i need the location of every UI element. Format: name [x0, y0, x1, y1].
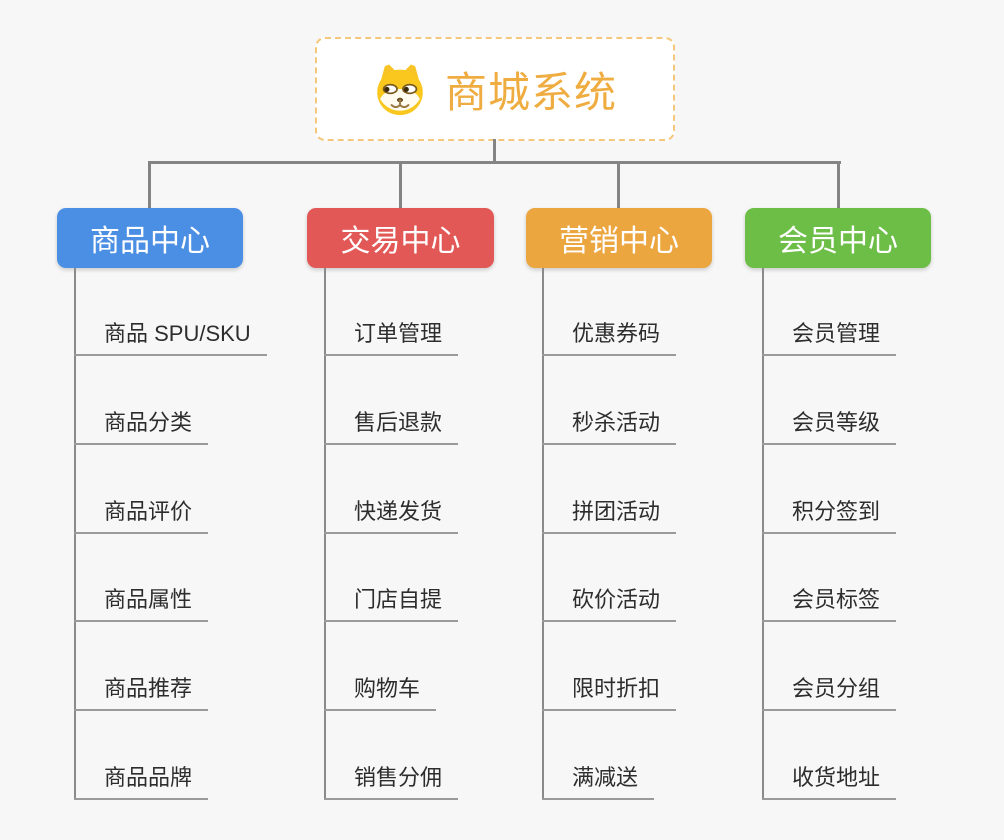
leaf-node[interactable]: 满减送 [542, 760, 655, 800]
root-node-mall-system[interactable]: 商城系统 [315, 37, 675, 141]
leaf-node[interactable]: 会员等级 [762, 405, 897, 445]
connector-root-stub [493, 139, 496, 164]
leaf-node[interactable]: 商品品牌 [74, 760, 209, 800]
leaf-node[interactable]: 商品属性 [74, 582, 209, 622]
leaf-node[interactable]: 秒杀活动 [542, 405, 677, 445]
leaf-node[interactable]: 购物车 [324, 671, 437, 711]
branch-node-product-center[interactable]: 商品中心 [57, 208, 243, 268]
leaf-node[interactable]: 限时折扣 [542, 671, 677, 711]
leaf-node[interactable]: 砍价活动 [542, 582, 677, 622]
branch-node-marketing-center[interactable]: 营销中心 [526, 208, 712, 268]
leaf-node[interactable]: 会员标签 [762, 582, 897, 622]
leaf-node[interactable]: 会员分组 [762, 671, 897, 711]
leaf-node[interactable]: 商品分类 [74, 405, 209, 445]
connector-stub-trade [399, 161, 402, 209]
leaf-node[interactable]: 商品评价 [74, 494, 209, 534]
leaf-node[interactable]: 优惠券码 [542, 316, 677, 356]
leaf-node[interactable]: 订单管理 [324, 316, 459, 356]
leaf-node[interactable]: 门店自提 [324, 582, 459, 622]
leaf-node[interactable]: 商品 SPU/SKU [74, 316, 267, 356]
leaf-node[interactable]: 快递发货 [324, 494, 459, 534]
leaf-node[interactable]: 商品推荐 [74, 671, 209, 711]
leaf-node[interactable]: 收货地址 [762, 760, 897, 800]
shiba-dog-icon [377, 64, 423, 116]
connector-trunk-product [74, 268, 76, 800]
leaf-node[interactable]: 会员管理 [762, 316, 897, 356]
branch-node-member-center[interactable]: 会员中心 [745, 208, 931, 268]
connector-stub-marketing [617, 161, 620, 209]
connector-stub-product [148, 161, 151, 209]
leaf-node[interactable]: 销售分佣 [324, 760, 459, 800]
connector-stub-member [837, 161, 840, 209]
connector-horizontal [148, 161, 841, 164]
connector-trunk-member [762, 268, 764, 800]
connector-trunk-marketing [542, 268, 544, 800]
branch-node-trade-center[interactable]: 交易中心 [307, 208, 494, 268]
leaf-node[interactable]: 售后退款 [324, 405, 459, 445]
leaf-node[interactable]: 拼团活动 [542, 494, 677, 534]
connector-trunk-trade [324, 268, 326, 800]
leaf-node[interactable]: 积分签到 [762, 494, 897, 534]
root-title: 商城系统 [444, 68, 617, 116]
